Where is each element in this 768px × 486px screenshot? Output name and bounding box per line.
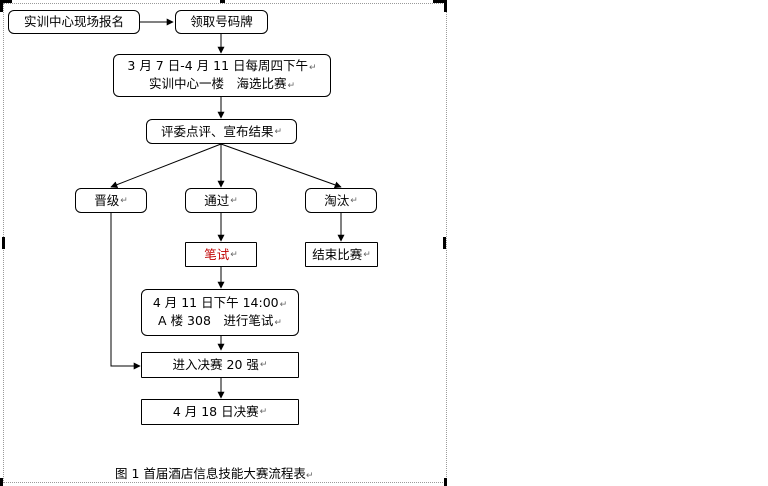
paragraph-mark: ↵ bbox=[230, 195, 238, 206]
paragraph-mark: ↵ bbox=[274, 317, 282, 328]
paragraph-mark: ↵ bbox=[287, 80, 296, 91]
paragraph-mark: ↵ bbox=[259, 407, 268, 417]
crop-mark-bottom-right bbox=[444, 478, 447, 486]
figure-caption: 图 1 首届酒店信息技能大赛流程表↵ bbox=[115, 463, 313, 482]
node-judge-comment-label: 评委点评、宣布结果 bbox=[160, 123, 274, 139]
node-written-time[interactable]: 4 月 11 日下午 14:00↵ A 楼 308 进行笔试↵ bbox=[141, 289, 299, 336]
paragraph-mark: ↵ bbox=[279, 299, 288, 310]
resize-handle-right[interactable] bbox=[443, 237, 446, 249]
node-preliminary[interactable]: 3 月 7 日-4 月 11 日每周四下午↵ 实训中心一楼 海选比赛↵ bbox=[113, 54, 331, 97]
node-preliminary-line1: 3 月 7 日-4 月 11 日每周四下午↵ bbox=[127, 58, 316, 76]
edge-judge-to-eliminate bbox=[220, 143, 342, 189]
node-end-match[interactable]: 结束比赛↵ bbox=[305, 242, 378, 267]
node-register-label: 实训中心现场报名 bbox=[23, 14, 124, 29]
node-get-number[interactable]: 领取号码牌 bbox=[175, 10, 268, 34]
node-top20[interactable]: 进入决赛 20 强↵ bbox=[141, 352, 299, 378]
node-judge-comment[interactable]: 评委点评、宣布结果↵ bbox=[146, 119, 297, 144]
node-promote[interactable]: 晋级↵ bbox=[75, 188, 147, 213]
node-written-time-line2-text: A 楼 308 进行笔试 bbox=[158, 312, 274, 328]
node-promote-label: 晋级 bbox=[94, 192, 120, 208]
paragraph-mark: ↵ bbox=[120, 195, 128, 206]
node-written-time-line1: 4 月 11 日下午 14:00↵ bbox=[153, 295, 287, 313]
node-eliminate[interactable]: 淘汰↵ bbox=[305, 188, 377, 213]
paragraph-mark: ↵ bbox=[350, 195, 358, 206]
node-preliminary-line2-text: 实训中心一楼 海选比赛 bbox=[148, 75, 287, 91]
paragraph-mark: ↵ bbox=[230, 249, 238, 260]
paragraph-mark: ↵ bbox=[309, 62, 317, 73]
node-preliminary-line1-text: 3 月 7 日-4 月 11 日每周四下午 bbox=[127, 57, 309, 73]
paragraph-mark: ↵ bbox=[259, 360, 268, 370]
node-written-test[interactable]: 笔试↵ bbox=[185, 242, 257, 267]
crop-mark-top-right bbox=[433, 0, 447, 3]
crop-mark-top-center bbox=[220, 0, 225, 3]
node-written-test-label: 笔试 bbox=[204, 246, 230, 262]
crop-mark-top-right bbox=[444, 0, 447, 12]
crop-mark-top-left bbox=[0, 0, 3, 12]
node-get-number-label: 领取号码牌 bbox=[190, 14, 253, 29]
paragraph-mark: ↵ bbox=[274, 126, 283, 137]
paragraph-mark: ↵ bbox=[363, 249, 371, 260]
node-pass-label: 通过 bbox=[204, 192, 230, 208]
node-top20-label: 进入决赛 20 强 bbox=[172, 357, 259, 372]
node-preliminary-line2: 实训中心一楼 海选比赛↵ bbox=[149, 76, 295, 94]
node-final-label: 4 月 18 日决赛 bbox=[172, 404, 259, 419]
node-written-time-line2: A 楼 308 进行笔试↵ bbox=[158, 313, 282, 331]
node-end-match-label: 结束比赛 bbox=[312, 246, 363, 262]
edge-promote-to-top20 bbox=[110, 213, 141, 370]
node-register[interactable]: 实训中心现场报名 bbox=[8, 10, 140, 34]
crop-mark-top-left bbox=[0, 0, 12, 3]
node-written-time-line1-text: 4 月 11 日下午 14:00 bbox=[152, 294, 279, 310]
figure-caption-text: 图 1 首届酒店信息技能大赛流程表 bbox=[115, 466, 306, 481]
paragraph-mark: ↵ bbox=[305, 471, 314, 481]
node-final[interactable]: 4 月 18 日决赛↵ bbox=[141, 399, 299, 425]
edge-judge-to-promote bbox=[110, 143, 222, 188]
resize-handle-left[interactable] bbox=[2, 237, 5, 249]
crop-mark-bottom-left bbox=[0, 478, 3, 486]
node-eliminate-label: 淘汰 bbox=[324, 192, 350, 208]
node-pass[interactable]: 通过↵ bbox=[185, 188, 257, 213]
